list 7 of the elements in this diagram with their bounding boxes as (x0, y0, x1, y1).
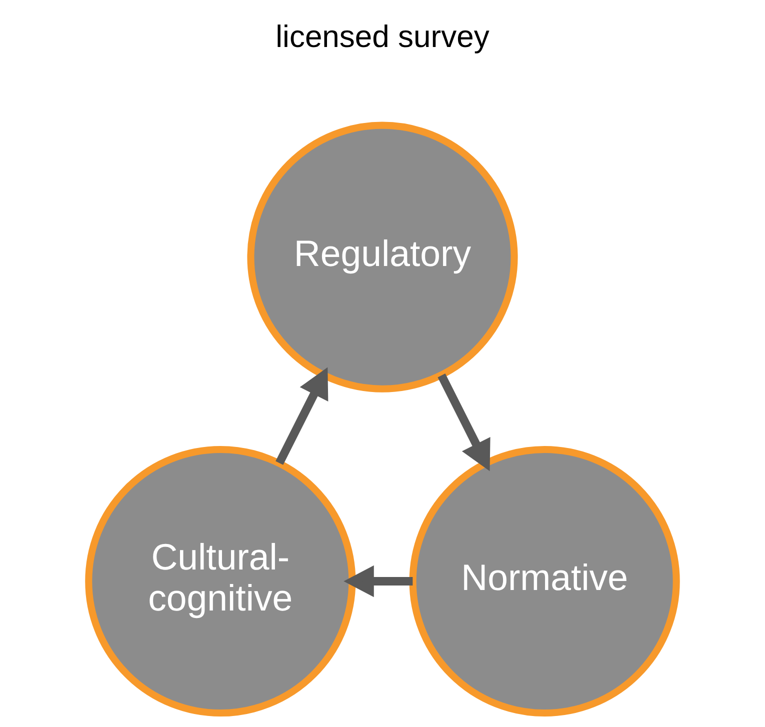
arrow (438, 374, 490, 472)
arrow (344, 565, 413, 598)
label: licensed survey (276, 19, 490, 54)
node-circle: Regulatory (247, 122, 518, 392)
node-circle: Cultural- cognitive (85, 446, 356, 717)
node-circle: Normative (409, 446, 680, 717)
arrow (276, 367, 328, 465)
